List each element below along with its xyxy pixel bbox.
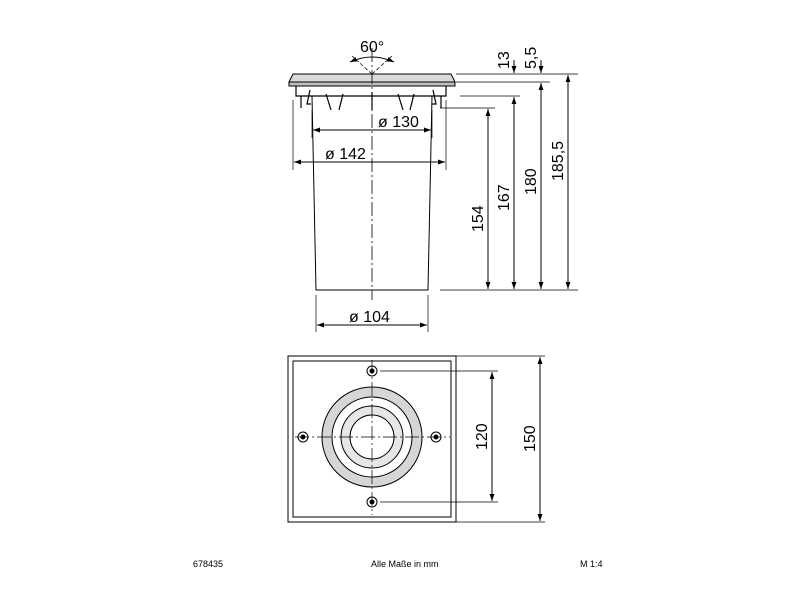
label-diameter-142: ø 142 <box>325 146 366 163</box>
article-number: 678435 <box>193 559 224 569</box>
label-height-180: 180 <box>523 168 540 195</box>
units-note: Alle Maße in mm <box>371 559 439 569</box>
label-height-185-5: 185,5 <box>550 141 567 181</box>
label-diameter-130: ø 130 <box>378 114 419 131</box>
label-angle: 60° <box>360 39 384 56</box>
label-size-150: 150 <box>522 425 539 452</box>
side-view <box>288 48 578 332</box>
top-view <box>287 355 545 523</box>
label-height-167: 167 <box>496 184 513 211</box>
beam-angle-arc <box>349 56 395 63</box>
label-diameter-104: ø 104 <box>349 309 390 326</box>
label-spacing-120: 120 <box>474 423 491 450</box>
label-height-5-5: 5,5 <box>523 47 540 69</box>
mounting-claws <box>295 86 447 111</box>
label-height-154: 154 <box>470 205 487 232</box>
outer-square <box>287 355 457 523</box>
scale-note: M 1:4 <box>580 559 603 569</box>
label-height-13: 13 <box>496 51 513 69</box>
